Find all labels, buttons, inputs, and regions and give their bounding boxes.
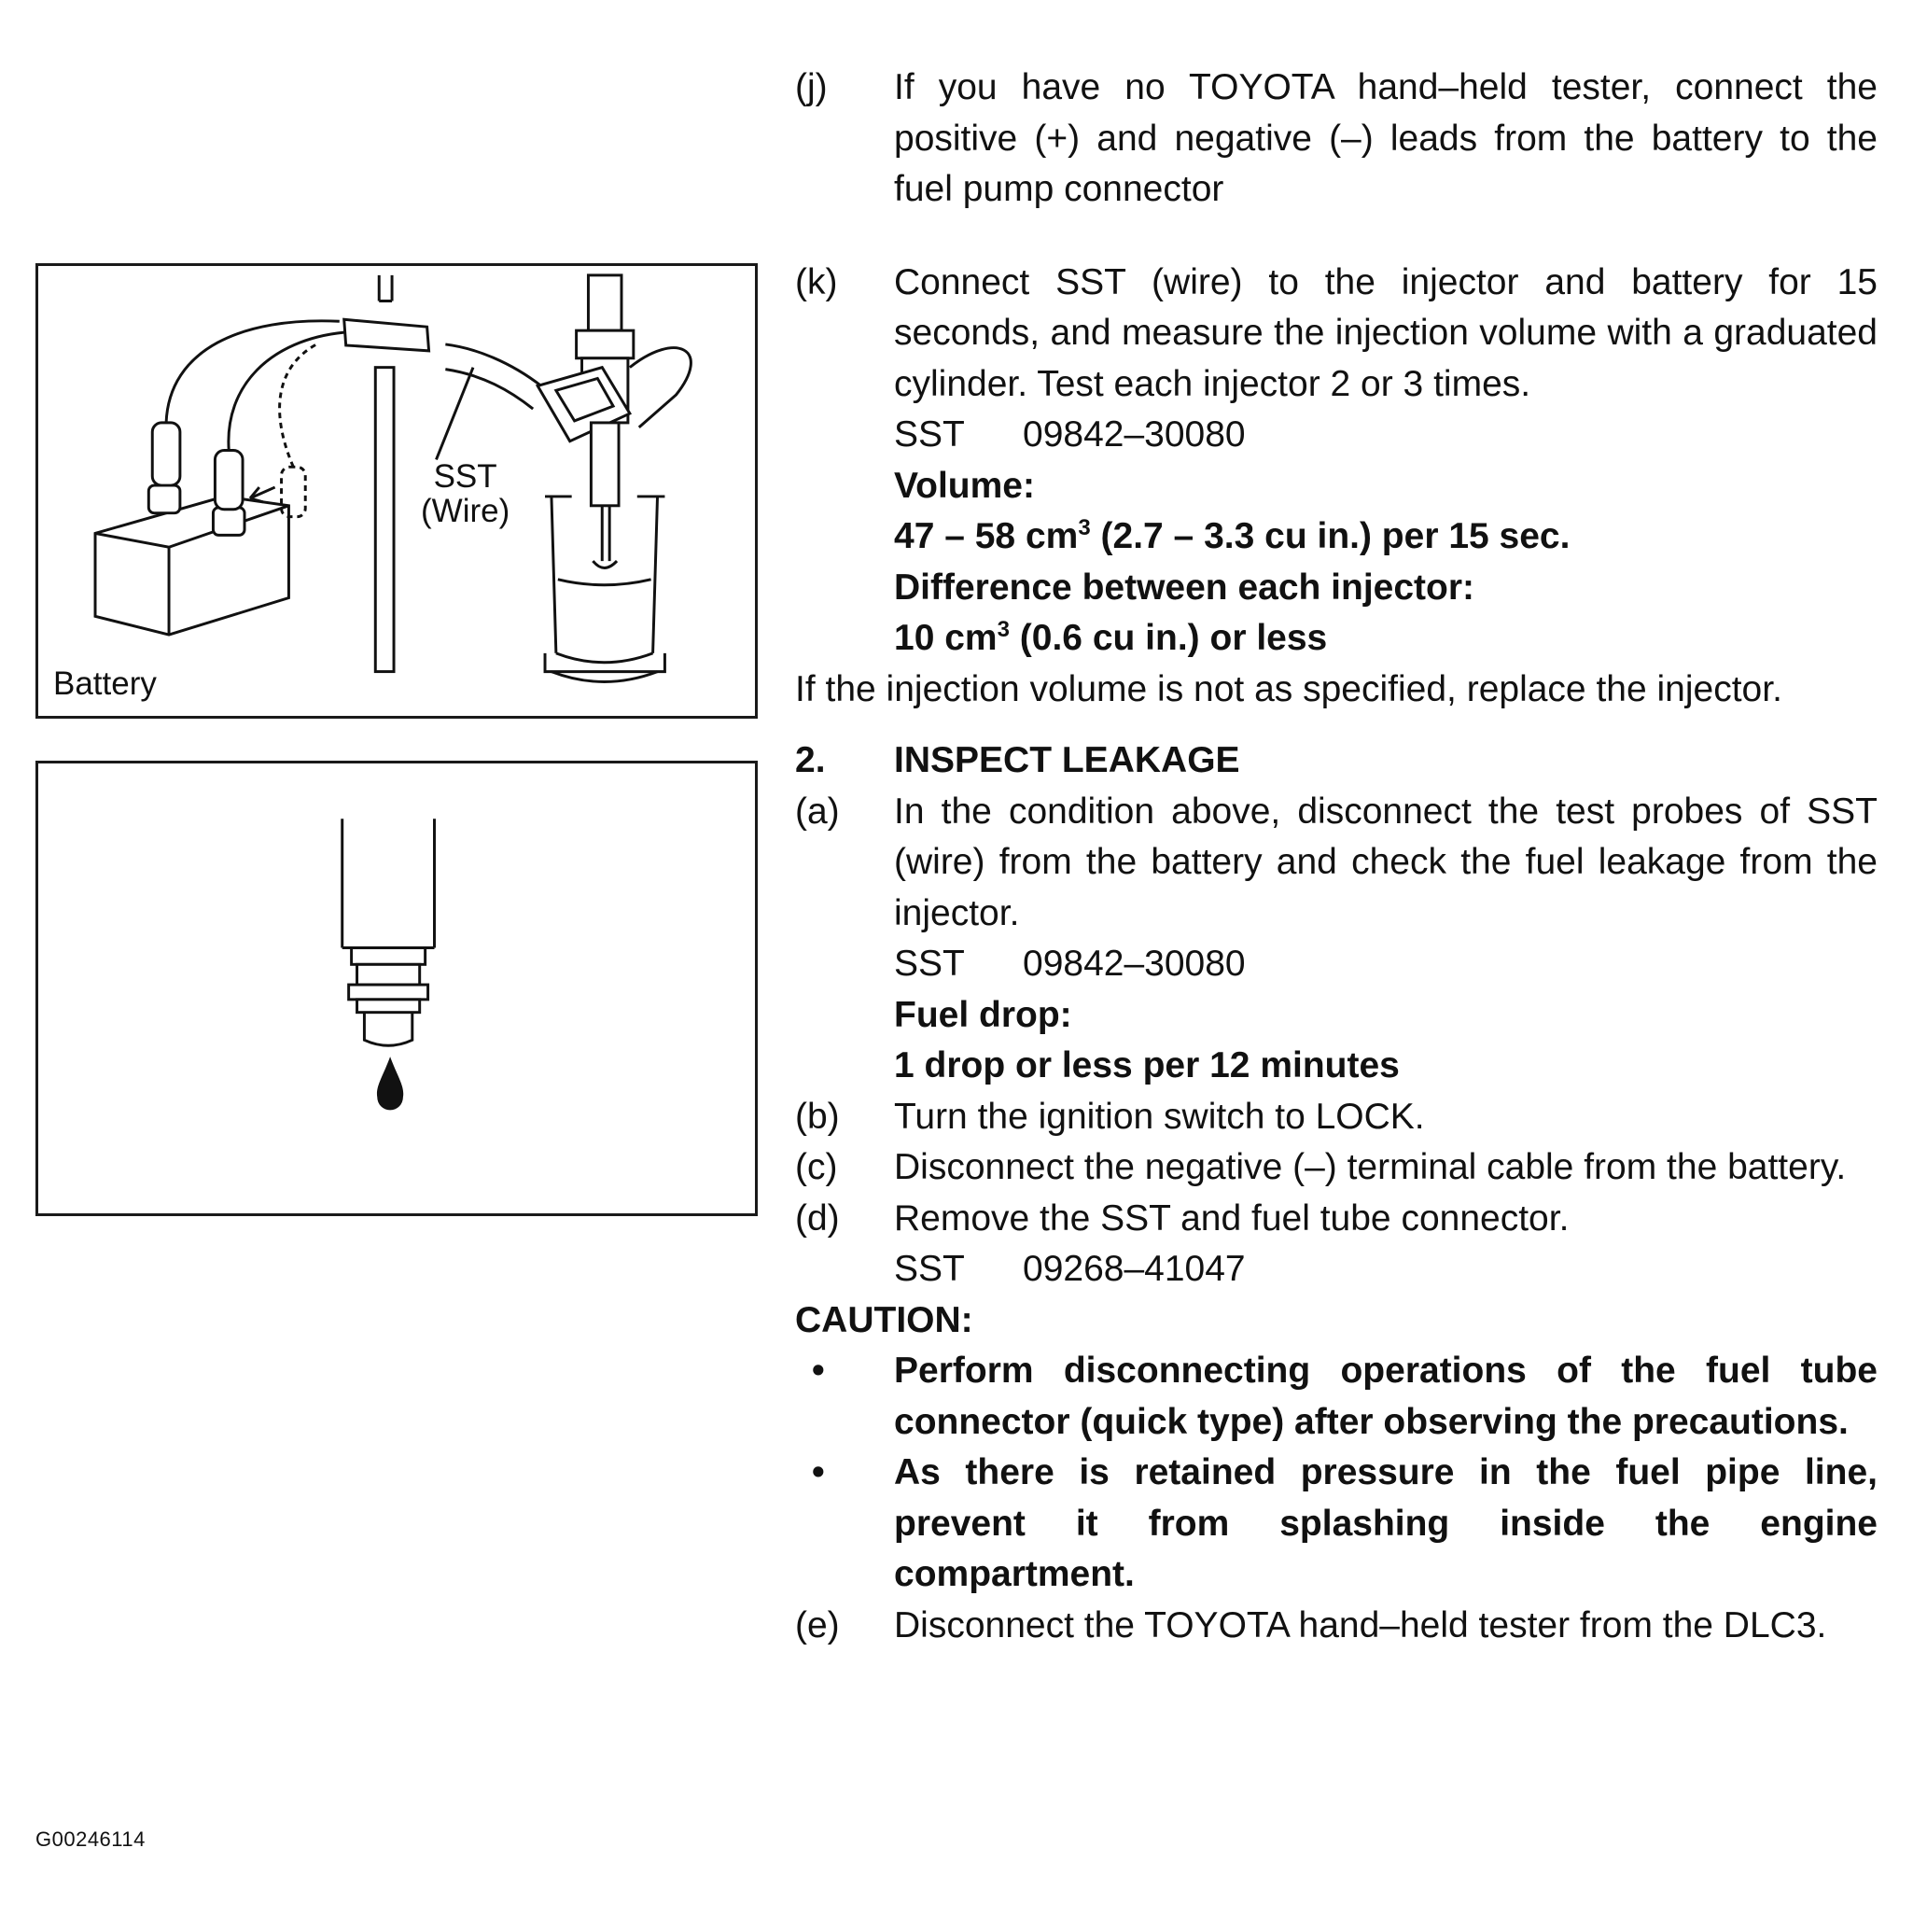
step-mark: (a) <box>795 791 840 832</box>
leakage-check-illustration <box>35 761 758 1216</box>
step-text: Connect SST (wire) to the injector and b… <box>894 261 1878 404</box>
step-mark: (k) <box>795 261 838 302</box>
step-j: (j) If you have no TOYOTA hand–held test… <box>795 63 1878 216</box>
section-heading: 2. INSPECT LEAKAGE <box>795 735 1878 787</box>
injector-battery-cylinder-drawing <box>93 273 692 683</box>
step-mark: (d) <box>795 1197 840 1239</box>
sst-spec: SST 09842–30080 <box>894 410 1878 461</box>
step-text: Remove the SST and fuel tube connector. <box>894 1197 1570 1239</box>
procedure-text: (j) If you have no TOYOTA hand–held test… <box>795 63 1878 1651</box>
sst-value: 09842–30080 <box>1023 414 1246 455</box>
bullet-icon: • <box>812 1452 825 1492</box>
replace-note: If the injection volume is not as specif… <box>795 668 1782 709</box>
sst-label-line1: SST <box>433 458 497 495</box>
step-text: In the condition above, disconnect the t… <box>894 791 1878 933</box>
step-mark: (e) <box>795 1604 840 1645</box>
sst-spec: SST 09842–30080 <box>894 939 1878 990</box>
bullet-icon: • <box>812 1351 825 1391</box>
fuel-drop-label: Fuel drop: <box>894 994 1072 1035</box>
caution-item: • As there is retained pressure in the f… <box>795 1448 1878 1601</box>
fuel-drop-value: 1 drop or less per 12 minutes <box>894 1045 1400 1085</box>
sst-value: 09842–30080 <box>1023 944 1246 984</box>
step-text: Turn the ignition switch to LOCK. <box>894 1096 1425 1137</box>
caution-text: Perform disconnecting operations of the … <box>894 1351 1878 1442</box>
step-text: Disconnect the negative (–) terminal cab… <box>894 1147 1847 1187</box>
step-text: Disconnect the TOYOTA hand–held tester f… <box>894 1604 1827 1645</box>
step-mark: (b) <box>795 1096 840 1137</box>
step-a: (a) In the condition above, disconnect t… <box>795 787 1878 1092</box>
section-title: INSPECT LEAKAGE <box>894 740 1240 780</box>
step-e: (e) Disconnect the TOYOTA hand–held test… <box>795 1601 1878 1652</box>
battery-label: Battery <box>53 665 157 702</box>
caution-title: CAUTION: <box>795 1299 973 1340</box>
injection-test-illustration: Battery SST (Wire) <box>35 263 758 719</box>
fuel-drop-icon <box>376 1057 404 1111</box>
volume-value: 47 – 58 cm3 (2.7 – 3.3 cu in.) per 15 se… <box>894 515 1571 556</box>
sst-spec: SST 09268–41047 <box>894 1244 1878 1295</box>
sst-value: 09268–41047 <box>1023 1249 1246 1289</box>
step-mark: (j) <box>795 67 828 107</box>
caution-text: As there is retained pressure in the fue… <box>894 1452 1878 1594</box>
caution-item: • Perform disconnecting operations of th… <box>795 1346 1878 1448</box>
difference-value: 10 cm3 (0.6 cu in.) or less <box>894 617 1328 658</box>
sst-wire-label: SST (Wire) <box>421 458 510 529</box>
sst-key: SST <box>894 414 965 455</box>
section-number: 2. <box>795 740 826 780</box>
step-mark: (c) <box>795 1147 838 1187</box>
sst-label-line2: (Wire) <box>421 492 510 529</box>
figure-id: G00246114 <box>35 1827 146 1851</box>
sst-key: SST <box>894 944 965 984</box>
step-text: If you have no TOYOTA hand–held tester, … <box>894 67 1878 209</box>
volume-label: Volume: <box>894 465 1035 506</box>
step-b: (b) Turn the ignition switch to LOCK. <box>795 1092 1878 1143</box>
sst-key: SST <box>894 1249 965 1289</box>
step-k: (k) Connect SST (wire) to the injector a… <box>795 258 1878 665</box>
step-c: (c) Disconnect the negative (–) terminal… <box>795 1142 1878 1194</box>
step-d: (d) Remove the SST and fuel tube connect… <box>795 1194 1878 1295</box>
difference-label: Difference between each injector: <box>894 567 1475 608</box>
injector-fuel-drop-drawing <box>341 819 436 1111</box>
